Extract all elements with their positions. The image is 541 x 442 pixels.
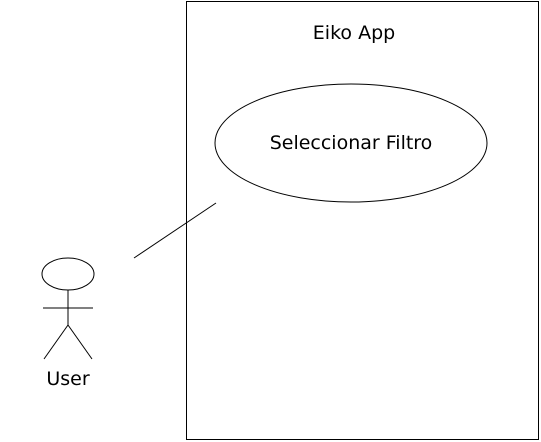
system-boundary-frame [186, 1, 539, 440]
actor-label: User [46, 368, 89, 390]
use-case-label: Seleccionar Filtro [270, 132, 433, 154]
actor-left-leg [43, 324, 69, 360]
actor-right-leg [67, 324, 93, 360]
use-case-ellipse [214, 83, 488, 203]
actor-user: User [41, 257, 95, 390]
system-title: Eiko App [313, 22, 395, 44]
system-boundary: Eiko App [186, 1, 539, 440]
stick-figure-icon [41, 257, 95, 360]
actor-head [41, 257, 95, 291]
use-case-seleccionar-filtro: Seleccionar Filtro [214, 83, 488, 203]
association-line [133, 202, 217, 259]
